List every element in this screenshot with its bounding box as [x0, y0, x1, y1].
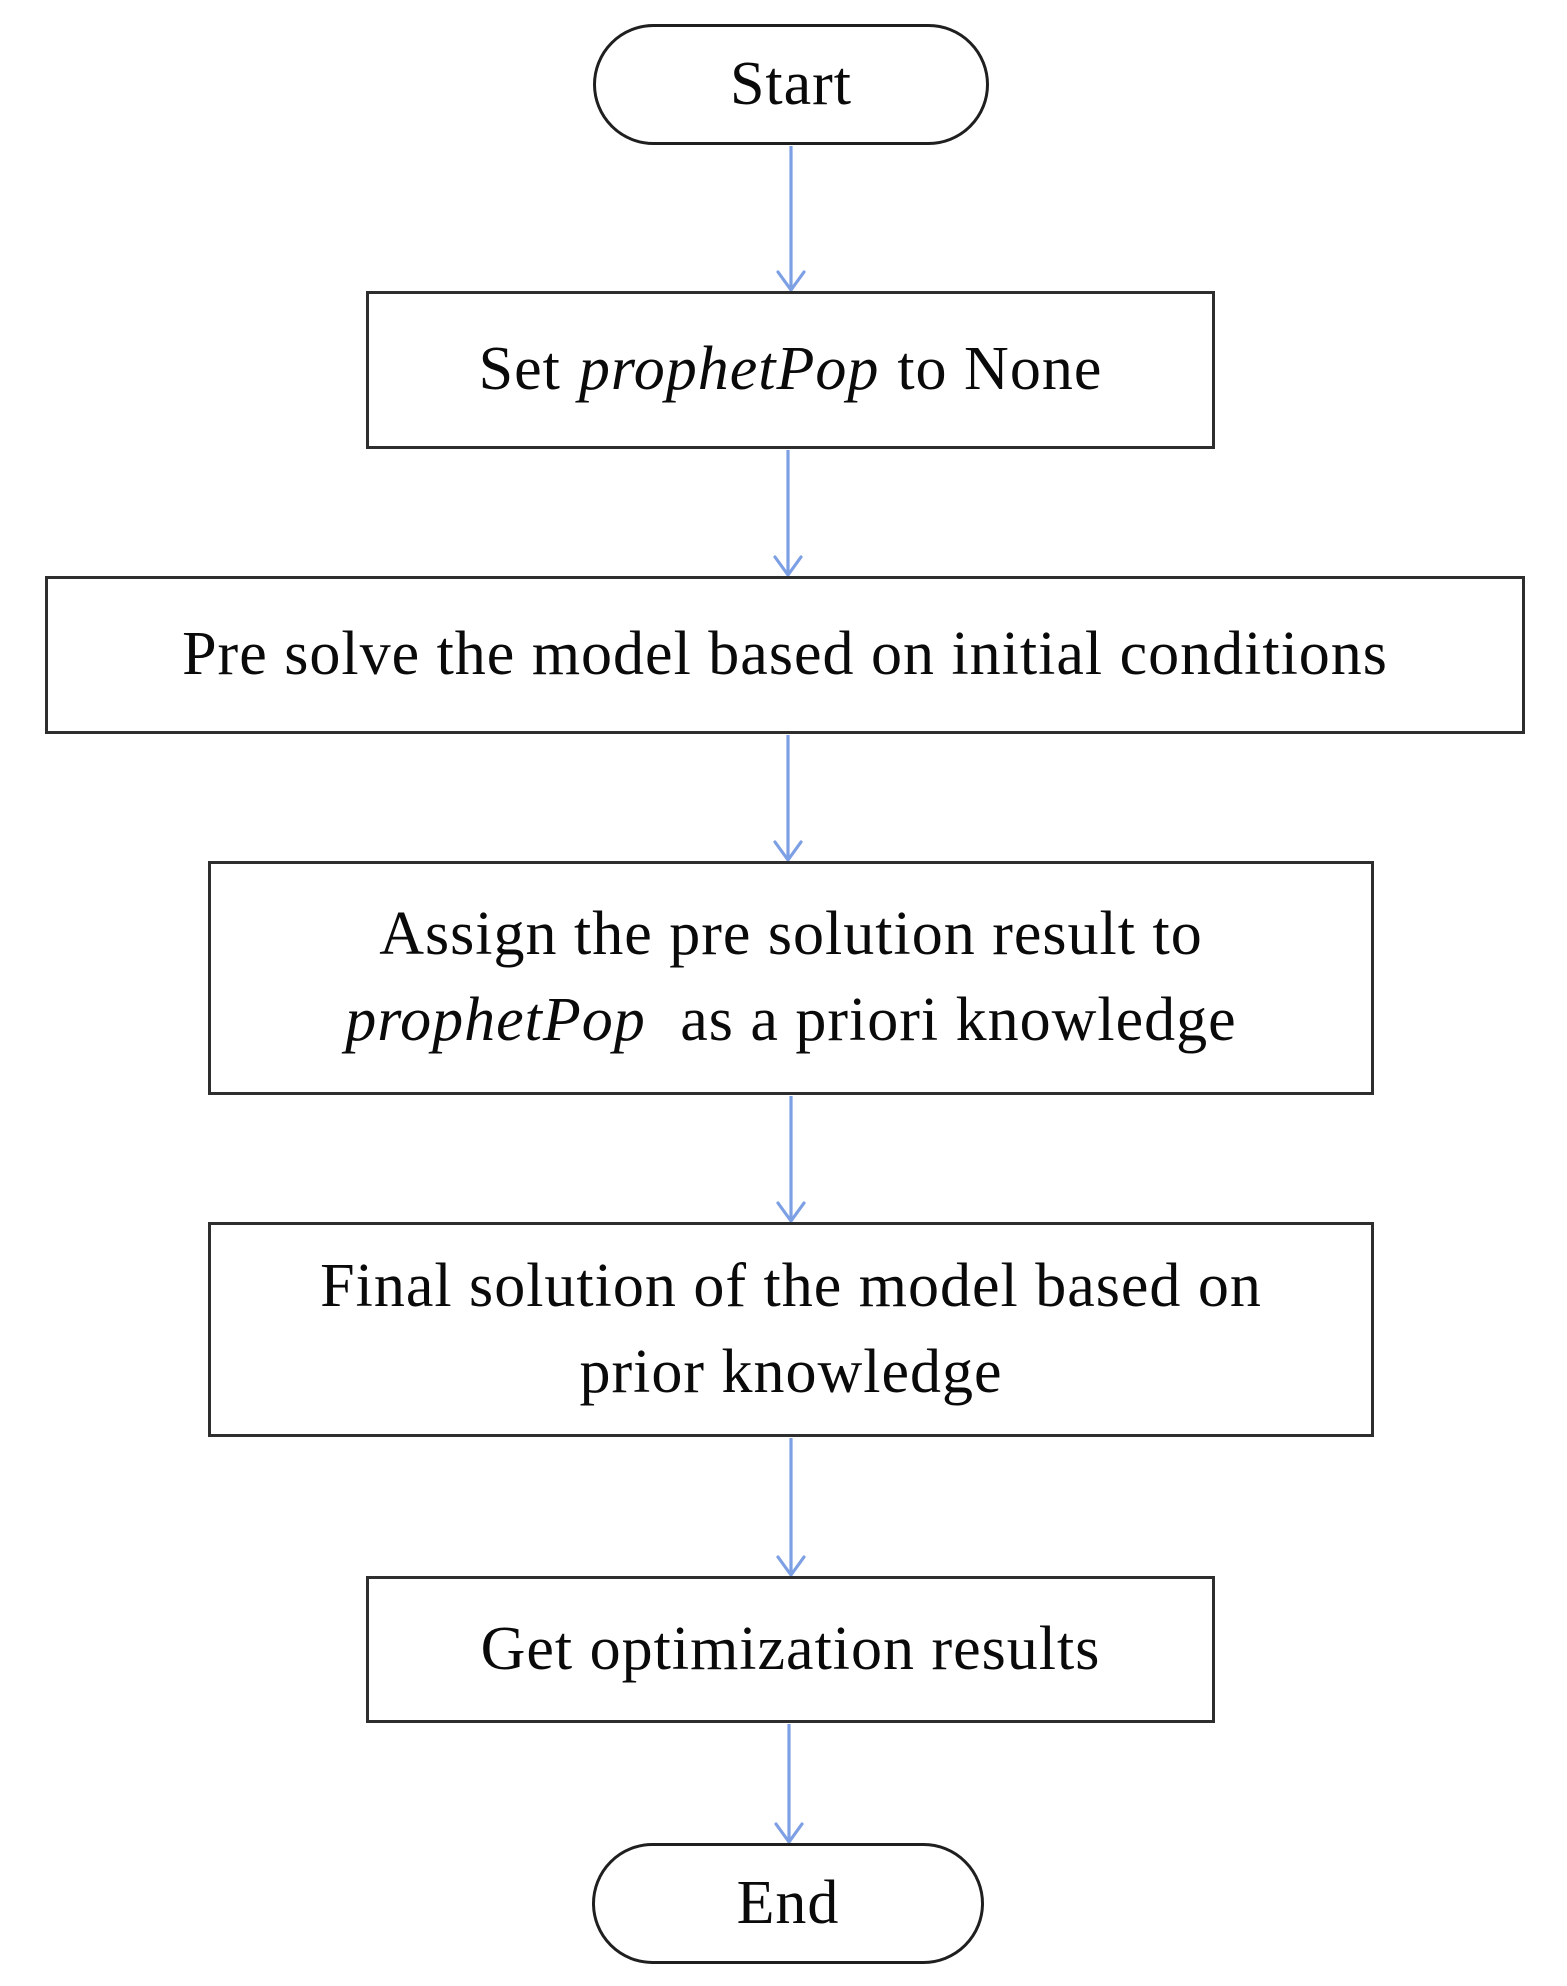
prophetpop-variable: prophetPop	[345, 986, 646, 1054]
flow-arrow-final-solution-to-get-results	[776, 1438, 806, 1577]
final-line2: prior knowledge	[579, 1337, 1003, 1406]
flow-arrow-pre-solve-to-assign-prior	[773, 735, 803, 862]
set-label-pre: Set	[478, 335, 561, 404]
final-text-block: Final solution of the model based on pri…	[320, 1244, 1262, 1415]
flow-arrow-get-results-to-end	[774, 1724, 804, 1844]
process-assign-prior-knowledge: Assign the pre solution result to prophe…	[208, 861, 1374, 1095]
end-terminator: End	[592, 1843, 984, 1964]
start-label: Start	[729, 49, 853, 118]
process-pre-solve: Pre solve the model based on initial con…	[45, 576, 1525, 734]
get-results-label: Get optimization results	[480, 1614, 1101, 1683]
assign-line1: Assign the pre solution result to	[379, 900, 1203, 969]
process-final-solution: Final solution of the model based on pri…	[208, 1222, 1374, 1437]
end-label: End	[736, 1868, 840, 1937]
process-set-prophetpop: Set prophetPop to None	[366, 291, 1215, 449]
assign-text-block: Assign the pre solution result to prophe…	[345, 892, 1236, 1063]
start-terminator: Start	[593, 24, 989, 145]
prophetpop-variable: prophetPop	[578, 335, 880, 404]
flow-arrow-start-to-set-prophetpop	[776, 146, 806, 292]
set-label-post: to None	[897, 335, 1103, 404]
assign-line2: prophetPop as a priori knowledge	[345, 978, 1236, 1064]
final-line1: Final solution of the model based on	[320, 1251, 1262, 1320]
assign-line2-text: as a priori knowledge	[680, 986, 1237, 1054]
flow-arrow-set-prophetpop-to-pre-solve	[773, 450, 803, 577]
pre-solve-label: Pre solve the model based on initial con…	[182, 620, 1388, 689]
process-get-optimization-results: Get optimization results	[366, 1576, 1215, 1723]
flow-arrow-assign-prior-to-final-solution	[776, 1096, 806, 1223]
